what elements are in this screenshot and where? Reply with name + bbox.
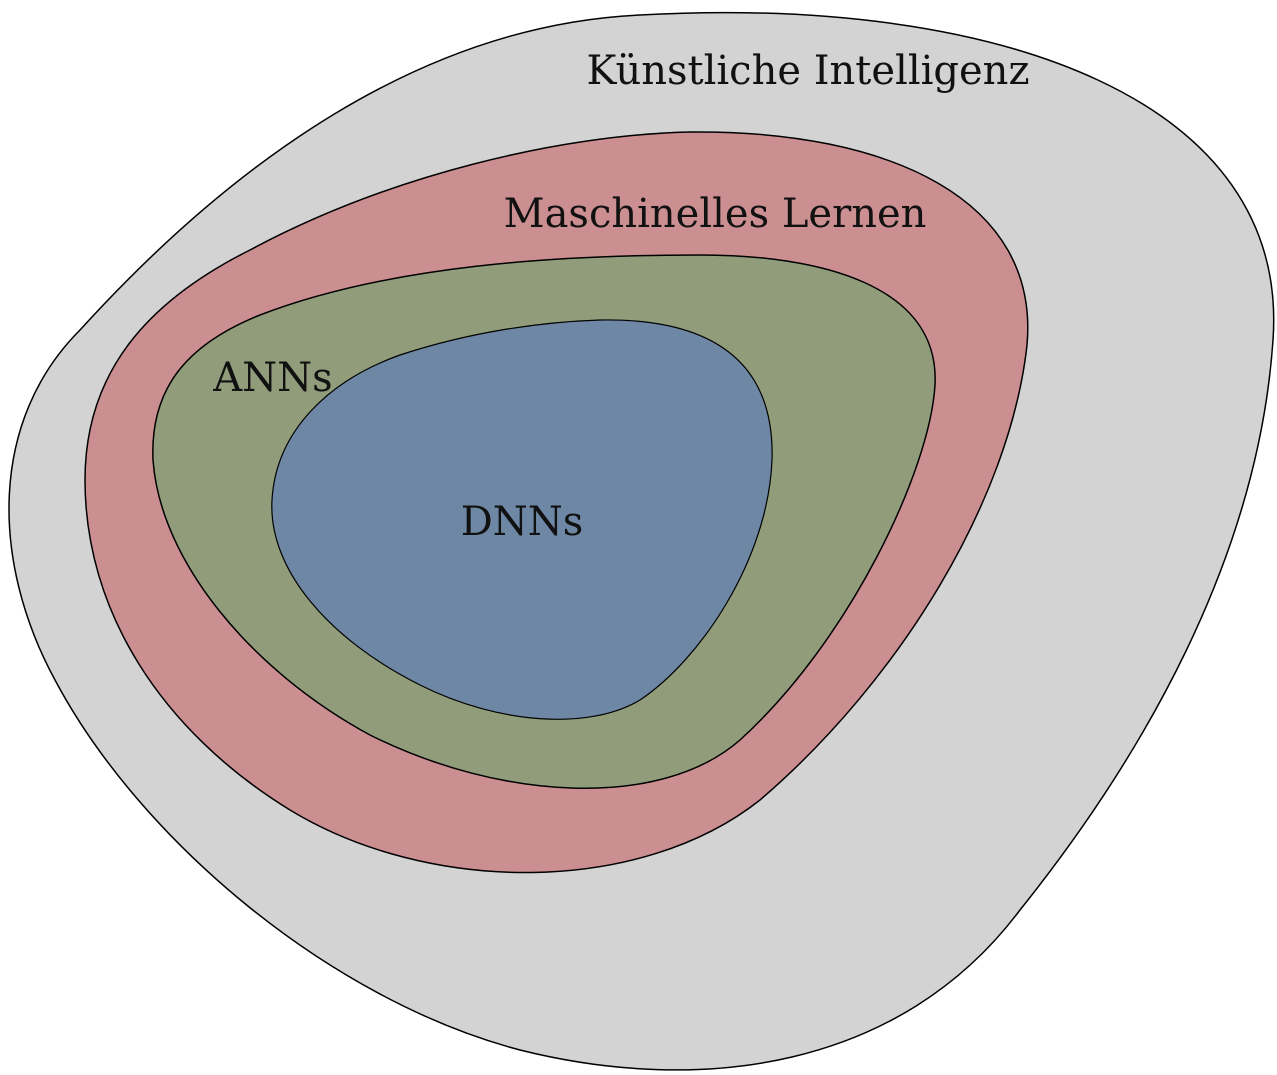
region-dnn [271, 319, 773, 720]
label-ml: Maschinelles Lernen [504, 191, 927, 237]
label-ann: ANNs [212, 355, 332, 401]
label-dnn: DNNs [461, 499, 584, 545]
label-ai: Künstliche Intelligenz [586, 48, 1029, 94]
